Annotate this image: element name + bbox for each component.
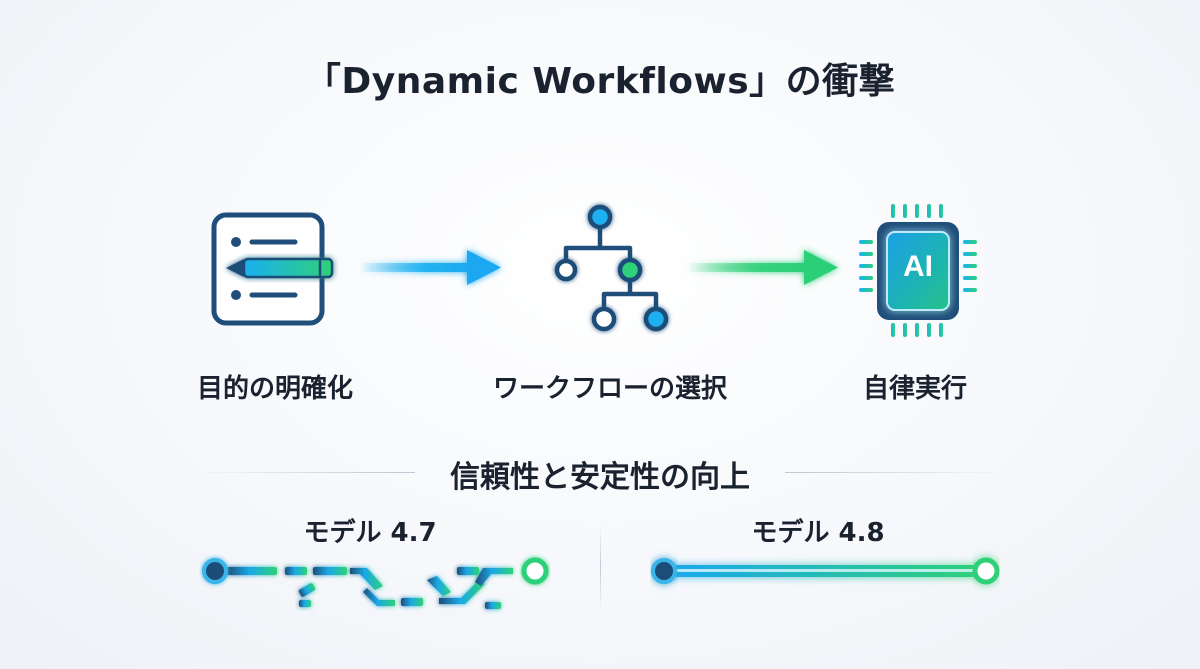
- model-label-4-8: モデル 4.8: [751, 518, 885, 548]
- ai-chip-icon: [859, 204, 977, 337]
- arrow-2: [687, 250, 838, 285]
- broken-line-4-7: [202, 557, 549, 609]
- divider-left: [190, 472, 415, 473]
- workflow-tree-icon: [554, 204, 669, 332]
- document-pencil-icon: [211, 212, 334, 326]
- ai-chip-text: AI: [903, 250, 933, 283]
- step-label-goal: 目的の明確化: [196, 374, 353, 404]
- arrow-1: [360, 250, 501, 285]
- divider-right: [785, 472, 1010, 473]
- step-label-workflow: ワークフローの選択: [492, 374, 727, 404]
- section-title: 信頼性と安定性の向上: [450, 460, 750, 495]
- step-label-autonomous: 自律実行: [862, 374, 967, 404]
- solid-line-4-8: [651, 557, 1000, 585]
- model-label-4-7: モデル 4.7: [303, 518, 437, 548]
- vertical-separator: [600, 525, 601, 610]
- page-title: 「Dynamic Workflows」の衝撃: [304, 61, 896, 102]
